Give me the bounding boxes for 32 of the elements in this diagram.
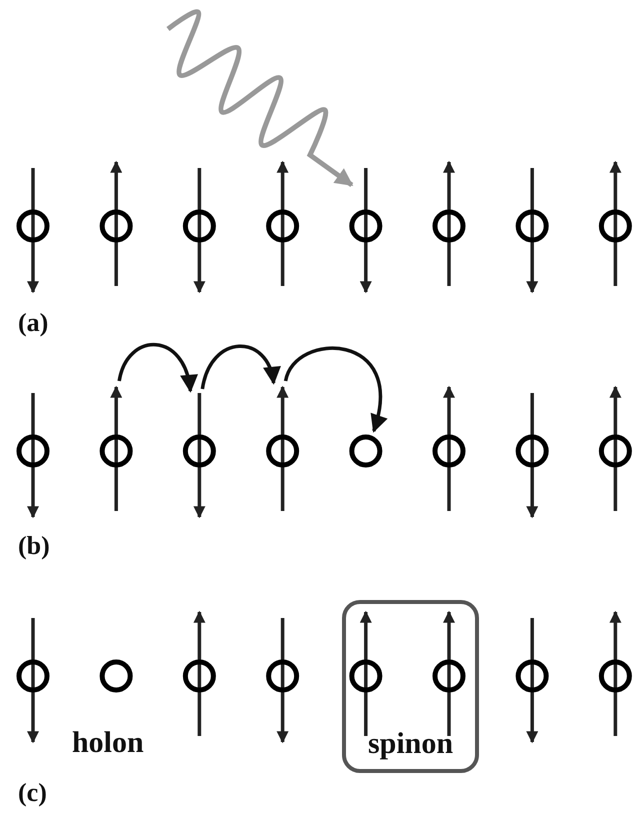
empty-site: [100, 660, 133, 692]
quasiparticle-label: holon: [72, 728, 144, 758]
panel-label: (a): [18, 310, 48, 336]
photon-arrow: [166, 9, 354, 188]
spin-down-site: [516, 168, 549, 294]
spin-up-site: [182, 610, 216, 736]
spin-down-site: [516, 393, 549, 518]
panel-label: (c): [18, 780, 47, 806]
spin-down-site: [16, 393, 50, 518]
spin-up-site: [100, 386, 133, 511]
spin-up-site: [598, 610, 632, 736]
spin-up-site: [598, 160, 632, 286]
spin-down-site: [182, 168, 216, 294]
hop-arrow: [200, 344, 280, 390]
spin-up-site: [266, 160, 300, 286]
spin-down-site: [16, 168, 50, 294]
spin-down-site: [16, 618, 50, 744]
hop-arrow: [284, 346, 386, 433]
spin-up-site: [598, 386, 632, 511]
spinon-pair-box: [342, 600, 479, 773]
spin-down-site: [266, 618, 300, 744]
spin-down-site: [182, 393, 216, 518]
hop-arrow: [118, 343, 197, 393]
panel-label: (b): [18, 533, 50, 559]
spin-up-site: [432, 160, 466, 286]
spin-up-site: [432, 386, 466, 511]
spin-up-site: [100, 160, 133, 286]
spin-down-site: [349, 168, 382, 294]
spin-down-site: [516, 618, 549, 744]
spin-up-site: [266, 386, 300, 511]
empty-site: [349, 434, 382, 468]
quasiparticle-label: spinon: [366, 729, 454, 759]
